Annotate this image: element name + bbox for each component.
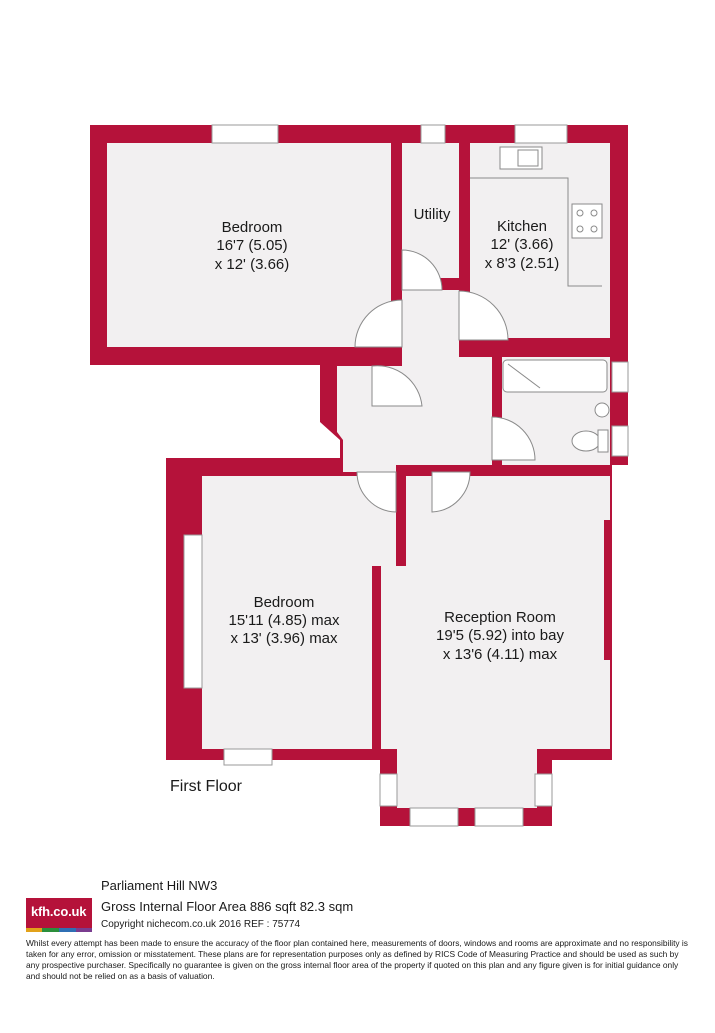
logo-stripe-4	[76, 928, 92, 932]
hob-icon	[571, 203, 603, 239]
bedroom1-dim2: x 12' (3.66)	[215, 256, 290, 273]
interior-walls	[107, 143, 612, 749]
kitchen-worktop	[470, 177, 602, 287]
reception-name: Reception Room	[444, 609, 556, 626]
window-bed2-bottom	[223, 748, 273, 766]
reception-dim1: 19'5 (5.92) into bay	[436, 627, 564, 644]
floor-area: Gross Internal Floor Area 886 sqft 82.3 …	[101, 899, 354, 914]
window-utility	[420, 124, 446, 144]
hall-floor	[337, 290, 492, 472]
wall-rec-top	[416, 465, 612, 476]
wall-bed1-bottom	[107, 347, 402, 365]
door-kitchen	[458, 290, 509, 341]
reception-floor	[381, 476, 610, 808]
window-bay-bottom1	[409, 807, 459, 827]
door-bed1	[354, 299, 403, 348]
logo-stripe-2	[42, 928, 59, 932]
window-bay-right	[534, 773, 553, 807]
windows	[183, 124, 629, 827]
bedroom1-dim1: 16'7 (5.05)	[216, 237, 287, 254]
window-bath	[611, 361, 629, 393]
fixtures	[470, 146, 610, 453]
window-bath2	[611, 425, 629, 457]
property-title: Parliament Hill NW3	[101, 878, 218, 893]
door-bath	[491, 416, 536, 461]
logo-text: kfh.co.uk	[31, 904, 87, 919]
room-labels: Bedroom 16'7 (5.05) x 12' (3.66) Utility…	[170, 206, 564, 795]
window-kitchen	[514, 124, 568, 144]
bath-icon	[502, 359, 608, 393]
kitchen-name: Kitchen	[497, 218, 547, 235]
disclaimer: Whilst every attempt has been made to en…	[26, 938, 688, 981]
sink-icon	[499, 146, 543, 170]
reception-dim2: x 13'6 (4.11) max	[443, 646, 558, 663]
floor-label: First Floor	[170, 778, 243, 795]
logo-stripe-3	[59, 928, 76, 932]
wall-bed2-top	[202, 465, 342, 476]
kfh-logo: kfh.co.uk	[26, 898, 92, 932]
window-bay-bottom2	[474, 807, 524, 827]
bedroom1-floor	[107, 143, 391, 347]
wall-bed2-reception	[396, 465, 416, 476]
window-bay-left	[379, 773, 398, 807]
window-bed1	[211, 124, 279, 144]
copyright: Copyright nichecom.co.uk 2016 REF : 7577…	[101, 919, 300, 930]
bedroom2-dim1: 15'11 (4.85) max	[229, 612, 340, 629]
toilet-icon	[571, 430, 601, 452]
logo-stripe-1	[26, 928, 42, 932]
wall-util-kitchen	[459, 143, 470, 296]
bedroom2-floor	[202, 476, 396, 749]
bedroom1-name: Bedroom	[222, 219, 283, 236]
window-bed2-side	[183, 534, 203, 689]
basin-icon	[594, 402, 610, 418]
doors	[354, 249, 536, 513]
wall-bath-left	[492, 357, 502, 417]
kitchen-dim1: 12' (3.66)	[491, 236, 554, 253]
door-reception	[431, 471, 471, 513]
door-utility	[401, 249, 443, 291]
floor-plan: Bedroom 16'7 (5.05) x 12' (3.66) Utility…	[90, 124, 629, 827]
window-rec-right	[604, 520, 612, 660]
bedroom2-name: Bedroom	[254, 594, 315, 611]
bedroom2-dim2: x 13' (3.96) max	[230, 630, 338, 647]
utility-name: Utility	[414, 206, 451, 223]
door-cupboard	[371, 365, 423, 407]
wall-bed2-rec-v	[372, 566, 381, 749]
kitchen-dim2: x 8'3 (2.51)	[485, 255, 560, 272]
door-bed2	[356, 471, 397, 513]
sink-bowl	[517, 149, 539, 167]
wall-kitchen-bottom	[460, 338, 610, 357]
floor-areas	[107, 143, 610, 808]
wall-bed1-right	[391, 143, 402, 290]
